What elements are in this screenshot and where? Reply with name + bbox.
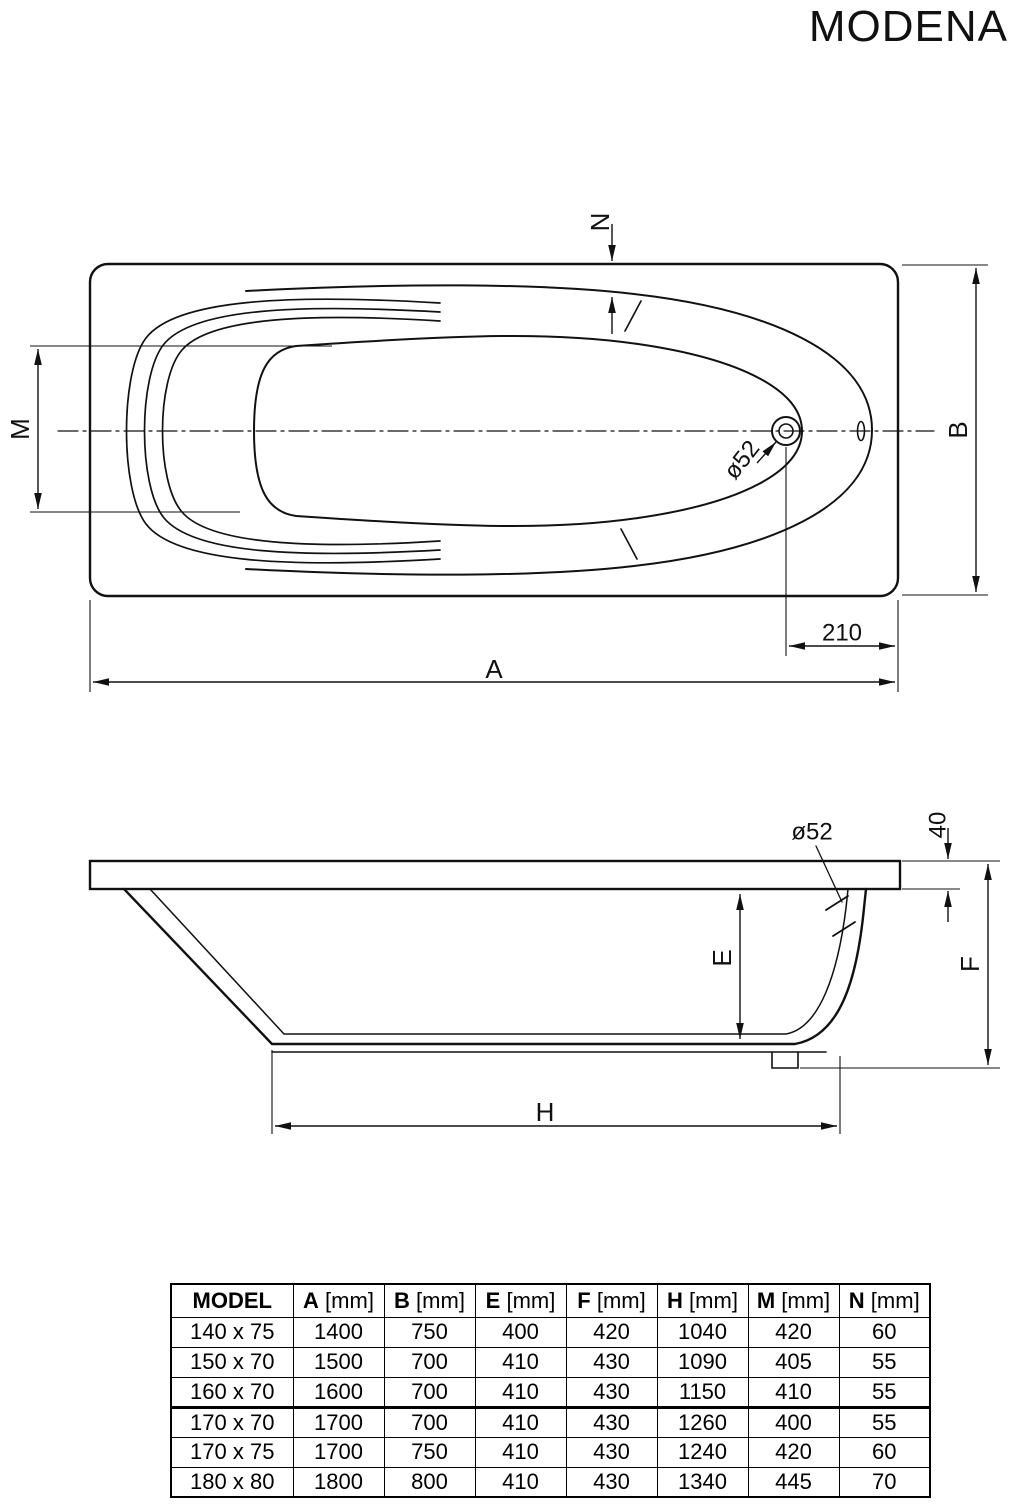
table-cell: 410: [474, 1436, 567, 1468]
table-row: 180 x 80 1800 800 410 430 1340 445 70: [170, 1466, 931, 1498]
section-mark-bottom: [620, 528, 638, 560]
table-cell: 1400: [292, 1316, 385, 1348]
dim-label-n: N: [585, 213, 615, 232]
dim-label-b: B: [943, 421, 973, 438]
table-cell: 410: [474, 1346, 567, 1378]
table-cell: 410: [747, 1376, 840, 1408]
tub-inner-rim: [245, 284, 874, 576]
table-cell: 1040: [656, 1316, 749, 1348]
table-cell: 420: [565, 1316, 658, 1348]
col-header-n: N [mm]: [838, 1283, 931, 1318]
table-cell: 410: [474, 1466, 567, 1498]
table-cell: 420: [747, 1436, 840, 1468]
dim-label-m: M: [5, 418, 35, 440]
table-cell: 1090: [656, 1346, 749, 1378]
table-cell: 430: [565, 1346, 658, 1378]
table-cell: 700: [383, 1405, 476, 1438]
table-cell: 70: [838, 1466, 931, 1498]
side-view: [88, 845, 902, 1069]
table-cell: 1150: [656, 1376, 749, 1408]
technical-drawing: N M B A 210 ø52: [5, 213, 1000, 1134]
table-cell: 1340: [656, 1466, 749, 1498]
table-cell: 400: [474, 1316, 567, 1348]
table-cell: 170 x 70: [170, 1405, 294, 1438]
dimension-table: MODEL A [mm] B [mm] E [mm] F [mm] H [mm]…: [170, 1283, 931, 1498]
table-cell: 430: [565, 1405, 658, 1438]
table-cell: 60: [838, 1316, 931, 1348]
drain-inner-circle: [778, 423, 794, 439]
tub-profile-outer: [122, 887, 868, 1046]
side-drain-mark-1: [825, 895, 849, 911]
drain-diameter-label: ø52: [719, 435, 766, 484]
table-cell: 180 x 80: [170, 1466, 294, 1498]
col-header-model: MODEL: [170, 1283, 294, 1318]
table-cell: 55: [838, 1376, 931, 1408]
table-cell: 1600: [292, 1376, 385, 1408]
side-view-labels: ø52 40 E F H: [536, 812, 985, 1127]
table-cell: 700: [383, 1346, 476, 1378]
table-cell: 1240: [656, 1436, 749, 1468]
dim-label-40: 40: [925, 812, 952, 839]
top-view-labels: N M B A 210 ø52: [5, 213, 973, 684]
table-cell: 430: [565, 1376, 658, 1408]
side-drain-leader: [815, 845, 843, 903]
drain-outer-circle: [771, 416, 801, 446]
table-cell: 150 x 70: [170, 1346, 294, 1378]
table-cell: 170 x 75: [170, 1436, 294, 1468]
table-cell: 410: [474, 1405, 567, 1438]
side-drain-mark-2: [832, 921, 856, 937]
foot: [771, 1051, 799, 1069]
dim-label-h: H: [536, 1097, 555, 1127]
table-cell: 55: [838, 1405, 931, 1438]
col-header-h: H [mm]: [656, 1283, 749, 1318]
table-cell: 400: [747, 1405, 840, 1438]
table-cell: 1260: [656, 1405, 749, 1438]
side-drain-diameter-label: ø52: [791, 819, 832, 846]
tub-outer-edge: [88, 262, 900, 598]
table-cell: 420: [747, 1316, 840, 1348]
table-cell: 430: [565, 1466, 658, 1498]
table-cell: 1800: [292, 1466, 385, 1498]
table-row: 170 x 75 1700 750 410 430 1240 420 60: [170, 1436, 931, 1468]
table-cell: 700: [383, 1376, 476, 1408]
table-cell: 800: [383, 1466, 476, 1498]
top-view: [57, 262, 935, 598]
table-cell: 410: [474, 1376, 567, 1408]
table-row: 170 x 70 1700 700 410 430 1260 400 55: [170, 1405, 931, 1438]
overflow-slot: [856, 420, 866, 442]
table-cell: 1500: [292, 1346, 385, 1378]
table-cell: 1700: [292, 1436, 385, 1468]
dim-label-a: A: [485, 654, 503, 684]
tub-basin: [252, 334, 804, 528]
col-header-b: B [mm]: [383, 1283, 476, 1318]
drain-leader: [756, 441, 777, 464]
col-header-m: M [mm]: [747, 1283, 840, 1318]
table-cell: 55: [838, 1346, 931, 1378]
table-row: 150 x 70 1500 700 410 430 1090 405 55: [170, 1346, 931, 1378]
rim-profile: [88, 859, 902, 891]
table-row: 140 x 75 1400 750 400 420 1040 420 60: [170, 1316, 931, 1348]
tub-profile-inner: [149, 888, 849, 1035]
dim-label-e: E: [707, 949, 737, 966]
col-header-a: A [mm]: [292, 1283, 385, 1318]
table-cell: 750: [383, 1316, 476, 1348]
table-cell: 405: [747, 1346, 840, 1378]
table-cell: 430: [565, 1436, 658, 1468]
side-view-dimensions: [271, 828, 1000, 1134]
table-cell: 140 x 75: [170, 1316, 294, 1348]
col-header-f: F [mm]: [565, 1283, 658, 1318]
table-header-row: MODEL A [mm] B [mm] E [mm] F [mm] H [mm]…: [170, 1283, 931, 1318]
table-row: 160 x 70 1600 700 410 430 1150 410 55: [170, 1376, 931, 1408]
page-title: MODENA: [808, 2, 1008, 51]
table-cell: 60: [838, 1436, 931, 1468]
dim-label-f: F: [955, 956, 985, 972]
section-mark-top: [624, 300, 642, 332]
table-cell: 445: [747, 1466, 840, 1498]
col-header-e: E [mm]: [474, 1283, 567, 1318]
table-cell: 750: [383, 1436, 476, 1468]
table-cell: 1700: [292, 1405, 385, 1438]
top-view-dimensions: [30, 224, 988, 692]
table-cell: 160 x 70: [170, 1376, 294, 1408]
dim-label-210: 210: [822, 620, 862, 647]
